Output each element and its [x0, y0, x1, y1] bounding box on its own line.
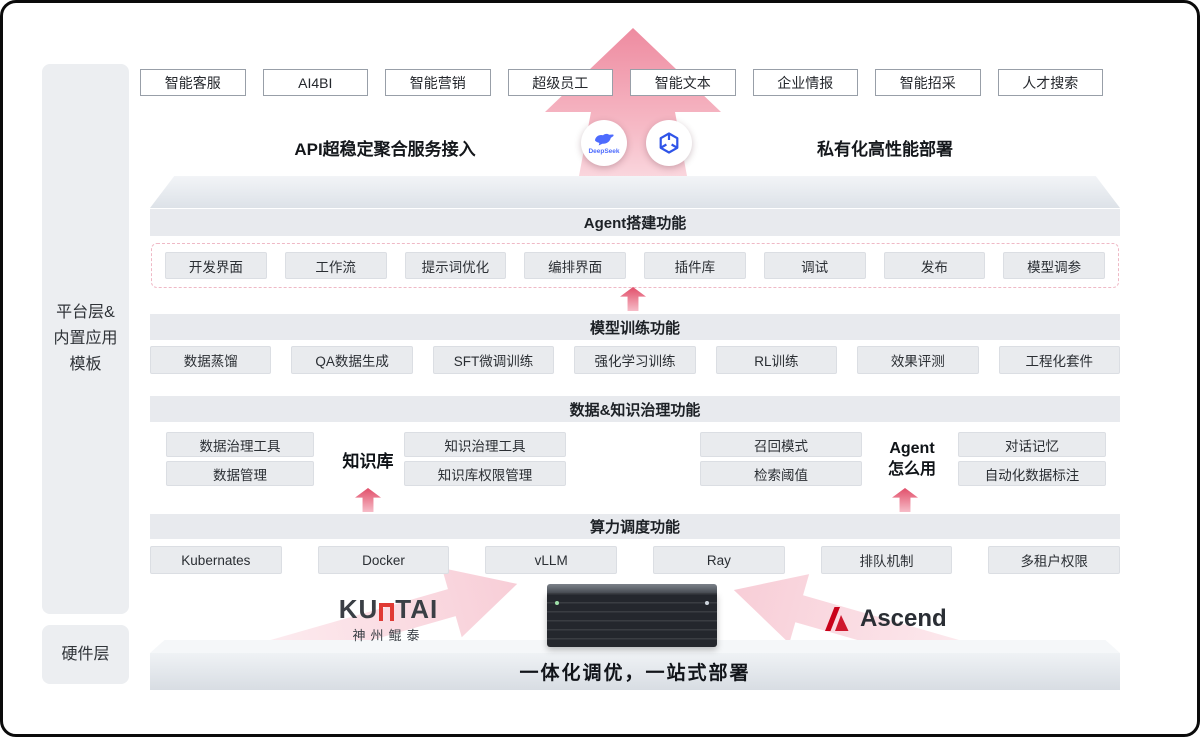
feature-chip: vLLM: [485, 546, 618, 574]
kuntai-wordmark: KU TAI: [316, 596, 461, 622]
feature-chip: 对话记忆: [958, 432, 1106, 457]
app-chip: 人才搜索: [997, 69, 1103, 96]
feature-chip: SFT微调训练: [432, 346, 555, 374]
kuntai-logo: KU TAI 神州鲲泰: [316, 596, 461, 644]
deepseek-logo-icon: [595, 133, 614, 146]
platform-layer-label-line: 模板: [69, 356, 102, 373]
deployment-banner: 一体化调优，一站式部署: [150, 653, 1120, 690]
knowledge-base-label: 知识库: [342, 451, 394, 471]
feature-chip: Kubernates: [150, 546, 282, 574]
api-access-label: API超稳定聚合服务接入: [294, 139, 476, 159]
feature-chip: 检索阈值: [700, 461, 862, 486]
feature-chip: 数据管理: [166, 461, 314, 486]
section-title-data: 数据&知识治理功能: [150, 396, 1120, 422]
section-title-training: 模型训练功能: [150, 314, 1120, 340]
feature-chip: 强化学习训练: [574, 346, 696, 374]
section-title-agent: Agent搭建功能: [150, 209, 1120, 236]
feature-chip: 模型调参: [1003, 252, 1105, 279]
platform-slab: [150, 176, 1120, 208]
ascend-logo-mark-icon: [825, 607, 849, 631]
private-deploy-label: 私有化高性能部署: [817, 139, 953, 159]
feature-chip: RL训练: [715, 346, 838, 374]
server-led-icon: [705, 601, 709, 605]
feature-chip: 工程化套件: [998, 346, 1120, 374]
section-title-compute: 算力调度功能: [150, 514, 1120, 539]
qwen-logo-icon: [659, 132, 679, 154]
feature-chip: 插件库: [644, 252, 746, 279]
deepseek-badge: DeepSeek: [581, 120, 627, 166]
app-chip: AI4BI: [262, 69, 368, 96]
kuntai-subtitle: 神州鲲泰: [352, 628, 425, 643]
feature-chip: 召回模式: [700, 432, 862, 457]
kuntai-gate-icon: [379, 603, 395, 621]
feature-chip: 自动化数据标注: [958, 461, 1106, 486]
feature-chip: Ray: [653, 546, 785, 574]
app-chip: 智能招采: [875, 69, 981, 96]
feature-chip: Docker: [317, 546, 450, 574]
app-chip: 智能文本: [630, 69, 736, 96]
app-chip: 智能客服: [140, 69, 246, 96]
kuntai-suffix: TAI: [395, 594, 439, 624]
application-row: 智能客服 AI4BI 智能营销 超级员工 智能文本 企业情报 智能招采 人才搜索: [140, 69, 1103, 96]
feature-chip: 发布: [883, 252, 986, 279]
feature-chip: 知识治理工具: [404, 432, 566, 457]
feature-chip: 编排界面: [524, 252, 626, 279]
app-chip: 企业情报: [752, 69, 858, 96]
app-chip: 智能营销: [385, 69, 491, 96]
agent-usage-label: Agent 怎么用: [866, 430, 958, 488]
server-top-panel: [547, 584, 717, 593]
feature-chip: 知识库权限管理: [404, 461, 566, 486]
compute-items-row: Kubernates Docker vLLM Ray 排队机制 多租户权限: [150, 546, 1121, 574]
training-items-row: 数据蒸馏 QA数据生成 SFT微调训练 强化学习训练 RL训练 效果评测 工程化…: [150, 346, 1120, 374]
server-image: [547, 584, 717, 647]
feature-chip: 工作流: [284, 252, 387, 279]
kuntai-prefix: KU: [338, 594, 379, 624]
deepseek-badge-label: DeepSeek: [588, 147, 620, 155]
feature-chip: 多租户权限: [988, 546, 1121, 574]
agent-usage-label-line1: Agent: [889, 440, 935, 457]
platform-layer-label-line: 内置应用: [53, 330, 118, 347]
feature-chip: 排队机制: [820, 546, 953, 574]
sidebar-platform-layer: 平台层& 内置应用 模板: [42, 64, 129, 614]
ascend-wordmark: Ascend: [860, 605, 947, 632]
app-chip: 超级员工: [507, 69, 613, 96]
feature-chip: 调试: [763, 252, 866, 279]
agent-usage-label-line2: 怎么用: [887, 461, 936, 478]
platform-layer-label-line: 平台层&: [56, 304, 115, 321]
agent-items-container: 开发界面 工作流 提示词优化 编排界面 插件库 调试 发布 模型调参: [151, 243, 1119, 288]
hardware-layer-label: 硬件层: [61, 645, 110, 663]
server-front-panel: [547, 593, 717, 647]
sidebar-hardware-layer: 硬件层: [42, 625, 129, 684]
feature-chip: 提示词优化: [404, 252, 507, 279]
server-led-icon: [555, 601, 559, 605]
feature-chip: 数据治理工具: [166, 432, 314, 457]
ascend-logo: Ascend: [822, 598, 992, 640]
feature-chip: QA数据生成: [291, 346, 413, 374]
feature-chip: 效果评测: [857, 346, 979, 374]
feature-chip: 数据蒸馏: [150, 346, 272, 374]
feature-chip: 开发界面: [165, 252, 267, 279]
qwen-badge: [646, 120, 692, 166]
